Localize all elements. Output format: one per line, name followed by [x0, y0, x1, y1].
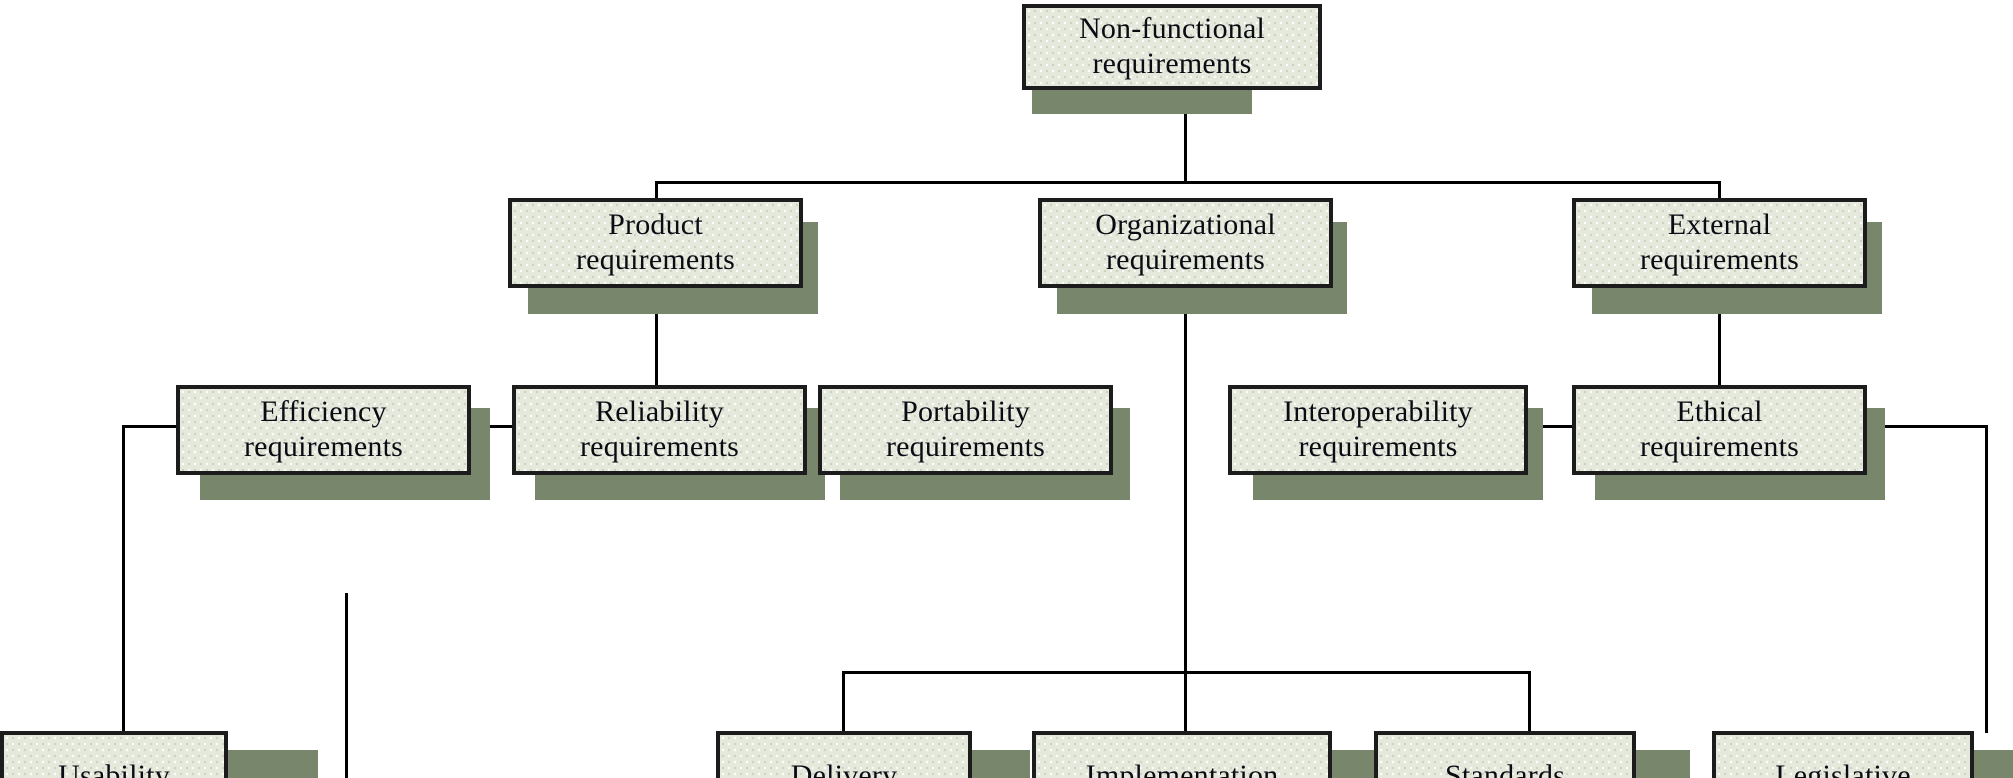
- node-label: Implementation: [1085, 758, 1279, 778]
- node-usability[interactable]: Usability: [0, 731, 228, 778]
- node-legislative[interactable]: Legislative: [1712, 731, 1974, 778]
- node-non-functional-requirements[interactable]: Non-functional requirements: [1022, 4, 1322, 90]
- node-organizational-requirements[interactable]: Organizational requirements: [1038, 198, 1333, 288]
- connector-efficiency-stem: [345, 593, 348, 778]
- node-portability-requirements[interactable]: Portability requirements: [818, 385, 1113, 475]
- node-label: Delivery: [790, 758, 898, 778]
- node-label: Product requirements: [575, 208, 735, 276]
- node-label: Reliability requirements: [579, 395, 739, 463]
- node-product-requirements[interactable]: Product requirements: [508, 198, 803, 288]
- node-label: Legislative: [1775, 758, 1911, 778]
- connector-organizational-stem: [1184, 288, 1187, 673]
- node-label: External requirements: [1639, 208, 1799, 276]
- connector-drop-legislative-rail: [1985, 425, 1988, 733]
- node-reliability-requirements[interactable]: Reliability requirements: [512, 385, 807, 475]
- node-label: Interoperability requirements: [1283, 395, 1473, 463]
- connector-drop-delivery: [842, 671, 845, 734]
- connector-drop-implementation: [1184, 671, 1187, 734]
- connector-product-stem: [655, 288, 658, 428]
- connector-drop-usability-rail: [122, 425, 125, 733]
- node-label: Ethical requirements: [1639, 395, 1799, 463]
- node-label: Portability requirements: [885, 395, 1045, 463]
- node-interoperability-requirements[interactable]: Interoperability requirements: [1228, 385, 1528, 475]
- connector-level1-bus: [655, 181, 1721, 184]
- node-label: Standards: [1444, 758, 1566, 778]
- node-label: Usability: [58, 758, 170, 778]
- node-label: Organizational requirements: [1095, 208, 1276, 276]
- node-label: Efficiency requirements: [243, 395, 403, 463]
- node-label: Non-functional requirements: [1078, 12, 1266, 80]
- node-implementation[interactable]: Implementation: [1032, 731, 1332, 778]
- node-efficiency-requirements[interactable]: Efficiency requirements: [176, 385, 471, 475]
- node-delivery[interactable]: Delivery: [716, 731, 972, 778]
- node-external-requirements[interactable]: External requirements: [1572, 198, 1867, 288]
- connector-root-stem: [1184, 92, 1187, 184]
- connector-drop-standards: [1528, 671, 1531, 734]
- node-ethical-requirements[interactable]: Ethical requirements: [1572, 385, 1867, 475]
- node-standards[interactable]: Standards: [1374, 731, 1636, 778]
